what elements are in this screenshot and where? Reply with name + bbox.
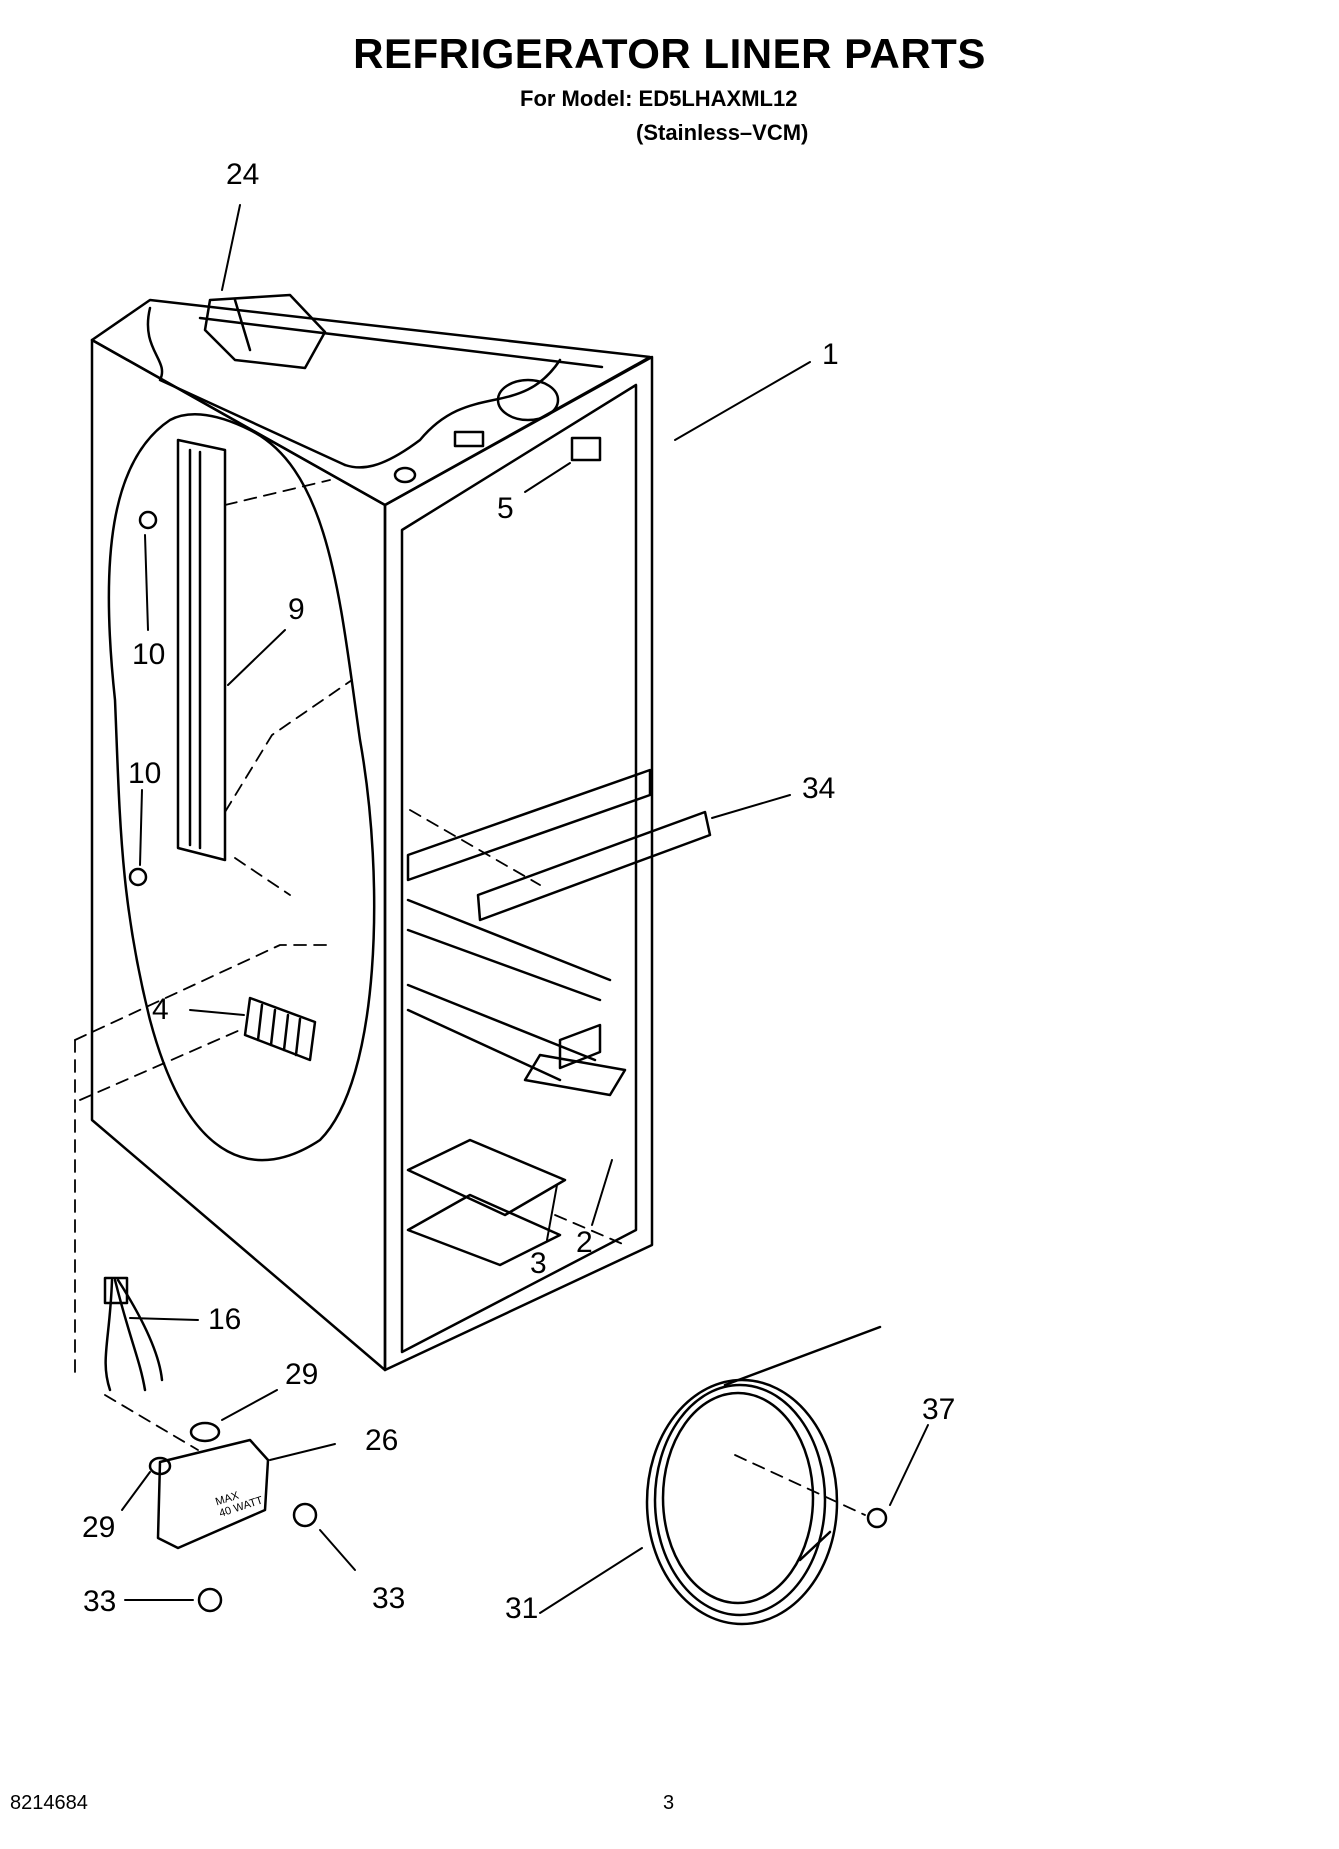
page-title: REFRIGERATOR LINER PARTS bbox=[353, 30, 986, 77]
callout-24: 24 bbox=[226, 158, 260, 191]
callout-26: 26 bbox=[365, 1424, 399, 1457]
dashed-guides bbox=[74, 479, 866, 1516]
part-37-screw bbox=[866, 1507, 888, 1529]
callout-34: 34 bbox=[802, 772, 836, 805]
callout-29-lower: 29 bbox=[82, 1511, 116, 1544]
callout-10-lower: 10 bbox=[128, 757, 162, 790]
part-34-trim bbox=[476, 810, 712, 922]
part-9-rail bbox=[176, 438, 227, 862]
part-10-screws bbox=[128, 510, 158, 887]
finish-line: (Stainless–VCM) bbox=[636, 120, 809, 145]
part-33-plugs bbox=[197, 1502, 318, 1613]
callout-2: 2 bbox=[576, 1226, 593, 1259]
doc-number: 8214684 bbox=[10, 1792, 88, 1814]
leader-lines bbox=[121, 204, 929, 1614]
callout-33-left: 33 bbox=[83, 1585, 117, 1618]
shelf-rails bbox=[406, 768, 652, 1097]
part-26-socket bbox=[156, 1438, 270, 1550]
drain-tray bbox=[406, 1138, 567, 1267]
callout-37: 37 bbox=[922, 1393, 956, 1426]
callout-5: 5 bbox=[497, 492, 514, 525]
callout-10-upper: 10 bbox=[132, 638, 166, 671]
wiring-loop bbox=[107, 413, 376, 1162]
part-4-vent bbox=[243, 996, 317, 1062]
part-5-clip bbox=[570, 436, 602, 462]
callout-4: 4 bbox=[152, 993, 169, 1026]
callout-3: 3 bbox=[530, 1247, 547, 1280]
page-number: 3 bbox=[663, 1792, 675, 1814]
callout-1: 1 bbox=[822, 338, 839, 371]
model-line: For Model: ED5LHAXML12 bbox=[520, 86, 798, 111]
callout-29-upper: 29 bbox=[285, 1358, 319, 1391]
part-31-coil bbox=[645, 1325, 882, 1626]
callout-33-right: 33 bbox=[372, 1582, 406, 1615]
part-29-clips bbox=[148, 1421, 221, 1476]
part-24-housing bbox=[203, 293, 327, 370]
callout-9: 9 bbox=[288, 593, 305, 626]
callout-16: 16 bbox=[208, 1303, 242, 1336]
liner-cabinet bbox=[90, 298, 654, 1372]
part-16-harness bbox=[103, 1276, 164, 1392]
callout-31: 31 bbox=[505, 1592, 539, 1625]
